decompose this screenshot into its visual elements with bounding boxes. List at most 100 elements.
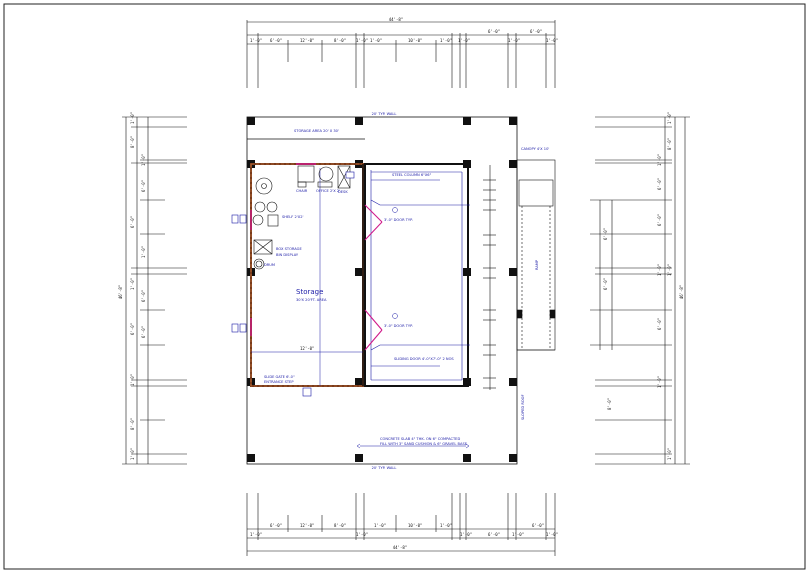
top-seg-2: 12'-0" (300, 38, 314, 43)
top-seg-12: 1'-0" (546, 38, 558, 43)
center-dim: 12'-0" (300, 346, 314, 351)
bottom-segment-labels: 1'-0" 6'-0" 12'-0" 8'-0" 1'-0" 1'-0" 10'… (250, 523, 558, 537)
left-seg-1: 8'-0" (130, 136, 135, 148)
room-name: Storage (296, 288, 323, 296)
right-wall-ticks (483, 165, 496, 390)
rear-note: SLIDING DOOR 4'-0"X7'-0" 2 NOS (394, 357, 454, 361)
top-seg-5: 1'-0" (370, 38, 382, 43)
top-seg-6: 10'-0" (408, 38, 422, 43)
left-overall-dim: 46'-8" (118, 285, 123, 299)
bottom-seg-12: 1'-0" (546, 532, 558, 537)
left-seg-8: 6'-0" (130, 323, 135, 335)
left-seg-6: 6'-0" (141, 290, 146, 302)
left-seg-11: 8'-0" (130, 418, 135, 430)
entry-note: ENTRANCE STEP (264, 380, 294, 384)
left-seg-9: 6'-0" (141, 326, 146, 338)
bottom-seg-3: 8'-0" (334, 523, 346, 528)
left-seg-12: 1'-0" (130, 448, 135, 460)
drum-circle-large (255, 177, 273, 195)
right-seg-11: 8'-0" (607, 398, 612, 410)
bottom-seg-11: 6'-0" (532, 523, 544, 528)
bottom-seg-2: 12'-0" (300, 523, 314, 528)
left-seg-10: 1'-0" (130, 374, 135, 386)
right-overall-dim: 46'-8" (679, 285, 684, 299)
tag-circles (392, 207, 398, 319)
top-segment-labels: 1'-0" 6'-0" 12'-0" 8'-0" 1'-0" 1'-0" 10'… (250, 29, 558, 43)
right-seg-8: 6'-0" (657, 318, 662, 330)
bottom-seg-0: 1'-0" (250, 532, 262, 537)
room-subtitle: 30'X 20'FT. AREA (296, 298, 327, 302)
right-seg-5: 1'-0" (667, 264, 672, 276)
bottom-wall-label: 20' TYP. WALL (372, 466, 397, 470)
top-seg-9: 6'-0" (488, 29, 500, 34)
door-note-1: 3'-0" DOOR TYP. (384, 218, 413, 222)
bottom-seg-1: 6'-0" (270, 523, 282, 528)
top-overall-dim: 44'-8" (389, 17, 403, 22)
top-seg-3: 8'-0" (334, 38, 346, 43)
bottom-seg-10: 1'-0" (512, 532, 524, 537)
top-seg-10: 1'-0" (508, 38, 520, 43)
bottom-seg-9: 6'-0" (488, 532, 500, 537)
top-seg-8: 1'-0" (458, 38, 470, 43)
top-seg-0: 1'-0" (250, 38, 262, 43)
magenta-wall-marks (250, 163, 316, 336)
top-seg-1: 6'-0" (270, 38, 282, 43)
right-seg-1: 8'-0" (667, 138, 672, 150)
grid-lines (251, 168, 363, 386)
gate-label: SLIDE GATE 6'-0" (264, 375, 295, 379)
shelf-label: SHELF 2'X2' (282, 215, 303, 219)
bottom-overall-dim: 44'-8" (393, 545, 407, 550)
right-seg-2: 1'-0" (657, 154, 662, 166)
bottom-note-leader (356, 443, 470, 449)
right-room-notes: STEEL COLUMN 6"X6" 3'-0" DOOR TYP. 3'-0"… (384, 173, 454, 361)
door-tags (231, 171, 355, 397)
bottom-seg-6: 10'-0" (408, 523, 422, 528)
top-seg-7: 1'-0" (440, 38, 452, 43)
left-seg-5: 1'-0" (141, 246, 146, 258)
bottom-seg-5: 1'-0" (374, 523, 386, 528)
right-seg-0: 1'-0" (667, 112, 672, 124)
col-label: STEEL COLUMN 6"X6" (392, 173, 432, 177)
left-seg-7: 1'-0" (130, 278, 135, 290)
bottom-dimension-strip (246, 493, 556, 556)
right-seg-6: 6'-0" (603, 278, 608, 290)
bin-label: BIN DISPLAY (276, 253, 299, 257)
bottom-note-2: FILL WITH 3" SAND CUSHION & 6" GRAVEL BA… (380, 442, 468, 446)
left-seg-2: 1'-0" (141, 154, 146, 166)
side-canopy (516, 159, 556, 351)
bottom-seg-4: 1'-0" (356, 532, 368, 537)
left-seg-4: 6'-0" (130, 216, 135, 228)
bottom-seg-7: 1'-0" (440, 523, 452, 528)
top-seg-11: 6'-0" (530, 29, 542, 34)
right-seg-4: 6'-0" (657, 214, 662, 226)
top-seg-4: 1'-0" (356, 38, 368, 43)
top-label: STORAGE AREA 20' X 30' (294, 129, 339, 133)
office-label: OFFICE 2'X 2' (316, 189, 340, 193)
top-dimension-strip (246, 20, 556, 88)
left-seg-0: 1'-0" (130, 112, 135, 124)
drum-label: DRUM (264, 263, 275, 267)
right-seg-10: 1'-0" (657, 376, 662, 388)
door-note-2: 3'-0" DOOR TYP. (384, 324, 413, 328)
sheet-border (3, 3, 806, 570)
side-note: CANOPY 4'X 10' (521, 147, 549, 151)
left-segment-labels: 1'-0" 8'-0" 1'-0" 6'-0" 6'-0" 1'-0" 6'-0… (130, 112, 146, 460)
right-seg-12: 1'-0" (667, 448, 672, 460)
right-seg-9: 6'-0" (603, 228, 608, 240)
right-room (364, 163, 470, 387)
ramp-label: RAMP (535, 259, 539, 270)
right-seg-3: 6'-0" (657, 178, 662, 190)
storage-fixtures (252, 165, 351, 270)
box-label: BOX STORAGE (276, 247, 302, 251)
top-wall-label: 20' TYP. WALL (372, 112, 397, 116)
left-dimension-strip (122, 116, 187, 465)
left-seg-3: 6'-0" (141, 180, 146, 192)
bottom-seg-8: 1'-0" (460, 532, 472, 537)
chair-label: CHAIR (296, 189, 308, 193)
right-vertical-label: SLOPED ROOF (521, 394, 525, 420)
right-seg-7: 1'-0" (657, 264, 662, 276)
bottom-note-1: CONCRETE SLAB 4" THK. ON 6" COMPACTED (380, 437, 460, 441)
diagonal-braces (364, 204, 383, 351)
right-segment-labels: 1'-0" 8'-0" 1'-0" 6'-0" 6'-0" 1'-0" 6'-0… (603, 112, 672, 460)
